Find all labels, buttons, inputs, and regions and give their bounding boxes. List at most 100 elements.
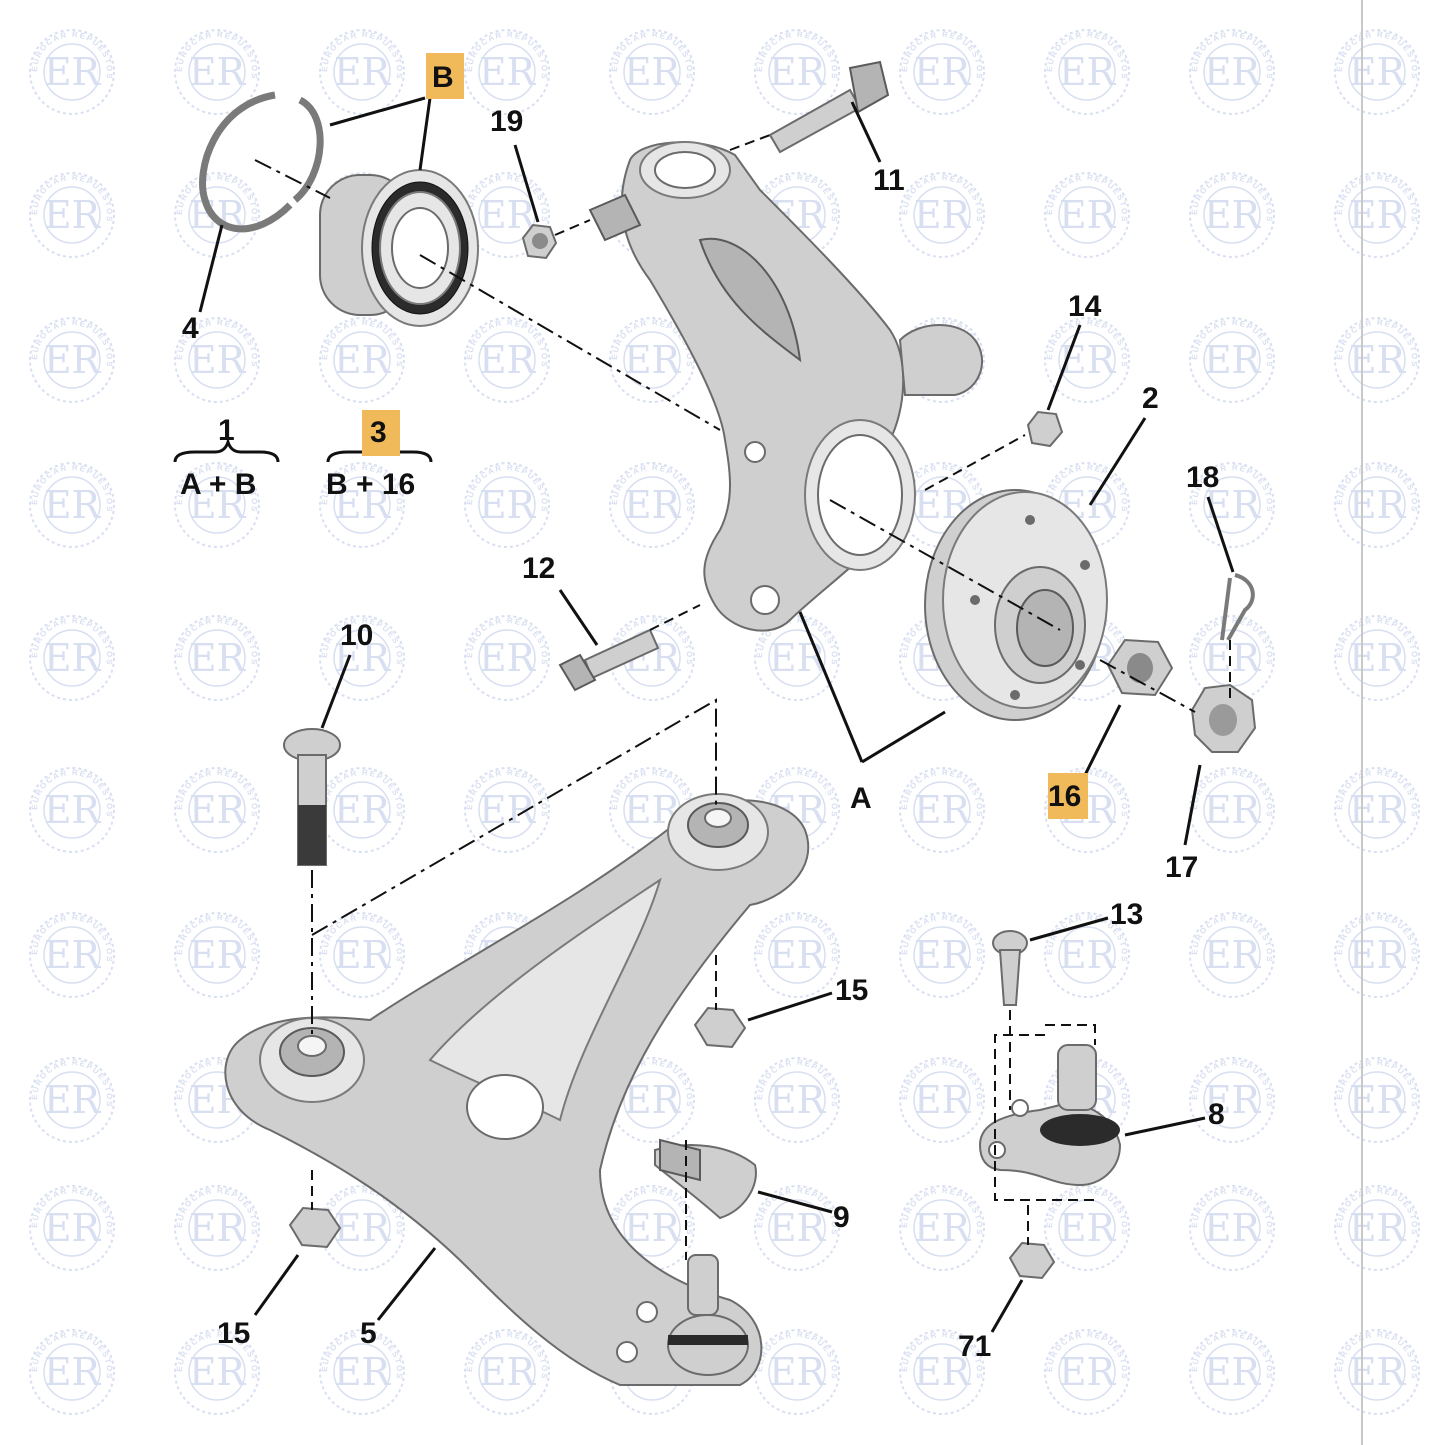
watermark-initials: ER [769, 1350, 827, 1394]
watermark-initials: ER [44, 1206, 102, 1250]
watermark-initials: ER [1059, 933, 1117, 977]
label-18: 18 [1186, 461, 1219, 494]
ball-joint-8-part [978, 1044, 1122, 1187]
watermark-initials: ER [1059, 1206, 1117, 1250]
watermark-initials: ER [624, 1206, 682, 1250]
watermark-initials: ER [769, 1078, 827, 1122]
watermark-initials: ER [624, 50, 682, 94]
watermark-initials: ER [1349, 483, 1407, 527]
nut-14-part [1026, 410, 1064, 448]
watermark-initials: ER [1204, 1078, 1262, 1122]
watermark-initials: ER [44, 636, 102, 680]
watermark-initials: ER [189, 338, 247, 382]
watermark-initials: ER [624, 483, 682, 527]
callout-labels: B 19 11 4 14 2 1 3 A + B B + 16 18 12 10… [180, 61, 1225, 1363]
nut-19-part [521, 223, 558, 260]
label-8: 8 [1208, 1098, 1225, 1131]
label-b: B [432, 61, 454, 94]
watermark-initials: ER [479, 1350, 537, 1394]
watermark-initials: ER [44, 483, 102, 527]
watermark-initials: ER [914, 50, 972, 94]
watermark-initials: ER [1349, 933, 1407, 977]
nut-15-lower-part [288, 1206, 342, 1249]
watermark-initials: ER [1349, 1350, 1407, 1394]
watermark-initials: ER [189, 483, 247, 527]
highlight-box-b [426, 53, 464, 99]
leader-lines [198, 96, 1235, 1333]
watermark-initials: ER [624, 338, 682, 382]
watermark-initials: ER [1349, 1078, 1407, 1122]
watermark-initials: ER [44, 1350, 102, 1394]
label-15-lower: 15 [217, 1317, 250, 1350]
watermark-initials: ER [1204, 193, 1262, 237]
highlight-box-3 [362, 410, 400, 456]
watermark-initials: ER [1204, 483, 1262, 527]
nut-71-part [1008, 1241, 1056, 1280]
control-arm-part [224, 793, 810, 1386]
label-4: 4 [182, 312, 199, 345]
watermark-initials: ER [44, 338, 102, 382]
watermark-initials: ER [189, 933, 247, 977]
watermark-initials: ER [1349, 193, 1407, 237]
circlip-part [199, 91, 324, 233]
watermark-initials: ER [44, 1078, 102, 1122]
watermark-initials: ER [44, 193, 102, 237]
watermark-initials: ER [189, 50, 247, 94]
watermark-initials: ER [334, 933, 392, 977]
watermark-initials: ER [914, 1206, 972, 1250]
bolt-12-part [558, 628, 660, 692]
label-1: 1 [218, 414, 235, 447]
watermark-initials: ER [624, 1078, 682, 1122]
watermark-initials: ER [189, 788, 247, 832]
label-10: 10 [340, 619, 373, 652]
watermark-initials: ER [334, 788, 392, 832]
watermark-initials: ER [769, 50, 827, 94]
watermark-initials: ER [1204, 1350, 1262, 1394]
wheel-bearing-part [319, 169, 479, 327]
hub-nut-16-part [1106, 638, 1174, 697]
watermark-initials: ER [334, 1350, 392, 1394]
watermark-initials: ER [1059, 50, 1117, 94]
watermark-initials: ER [769, 636, 827, 680]
watermark-initials: ER [1204, 1206, 1262, 1250]
watermark-initials: ER [914, 788, 972, 832]
label-11: 11 [873, 164, 905, 197]
highlight-box-16 [1048, 773, 1088, 819]
watermark-initials: ER [1204, 338, 1262, 382]
watermark-initials: ER [1204, 636, 1262, 680]
watermark-initials: ER [914, 1078, 972, 1122]
nut-15-upper-part [693, 1006, 747, 1049]
label-2: 2 [1142, 382, 1159, 415]
label-14: 14 [1068, 290, 1102, 323]
watermark-initials: ER [479, 338, 537, 382]
